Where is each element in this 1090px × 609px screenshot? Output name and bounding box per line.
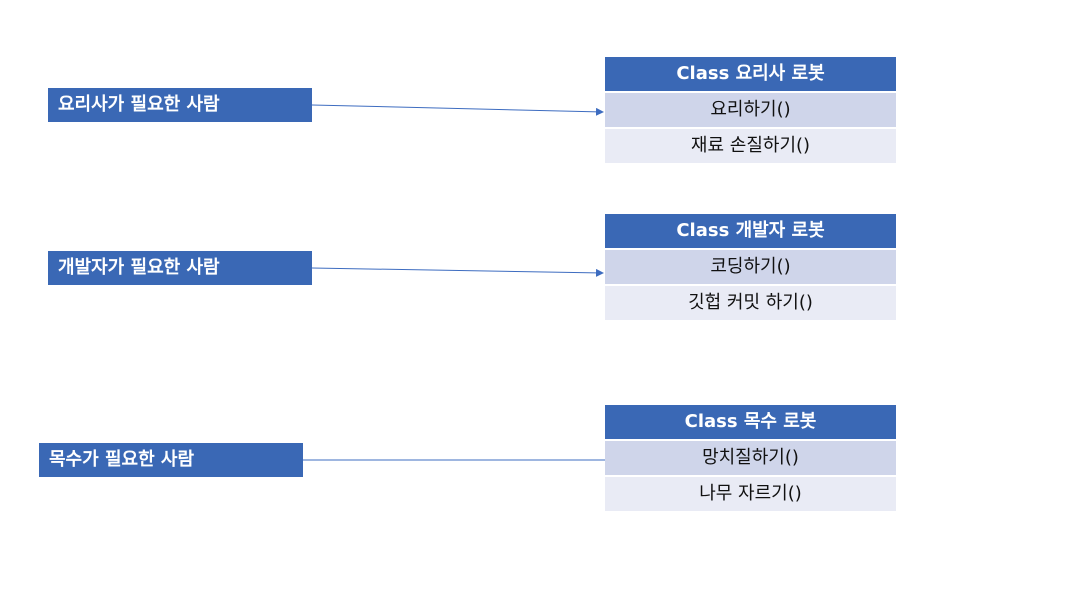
method-label: 망치질하기() — [702, 447, 799, 468]
method-row: 나무 자르기() — [605, 475, 896, 511]
class-title: Class 목수 로봇 — [605, 405, 896, 439]
method-label: 재료 손질하기() — [690, 135, 811, 156]
method-row: 코딩하기() — [605, 248, 896, 284]
method-label: 코딩하기() — [710, 256, 791, 277]
person-box-developer: 개발자가 필요한 사람 — [48, 251, 312, 285]
person-label: 요리사가 필요한 사람 — [58, 94, 220, 115]
class-table-developer-robot: Class 개발자 로봇 코딩하기() 깃헙 커밋 하기() — [605, 214, 896, 320]
class-title: Class 개발자 로봇 — [605, 214, 896, 248]
person-box-cook: 요리사가 필요한 사람 — [48, 88, 312, 122]
method-row: 깃헙 커밋 하기() — [605, 284, 896, 320]
class-table-cook-robot: Class 요리사 로봇 요리하기() 재료 손질하기() — [605, 57, 896, 163]
method-label: 나무 자르기() — [699, 483, 802, 504]
method-row: 요리하기() — [605, 91, 896, 127]
connector-arrow-cook — [311, 104, 604, 116]
connector-arrow-developer — [311, 267, 604, 277]
method-row: 재료 손질하기() — [605, 127, 896, 163]
method-label: 깃헙 커밋 하기() — [688, 292, 813, 313]
class-title: Class 요리사 로봇 — [605, 57, 896, 91]
method-label: 요리하기() — [710, 99, 791, 120]
person-label: 목수가 필요한 사람 — [49, 449, 195, 470]
class-table-carpenter-robot: Class 목수 로봇 망치질하기() 나무 자르기() — [605, 405, 896, 511]
method-row: 망치질하기() — [605, 439, 896, 475]
person-box-carpenter: 목수가 필요한 사람 — [39, 443, 303, 477]
person-label: 개발자가 필요한 사람 — [58, 257, 220, 278]
